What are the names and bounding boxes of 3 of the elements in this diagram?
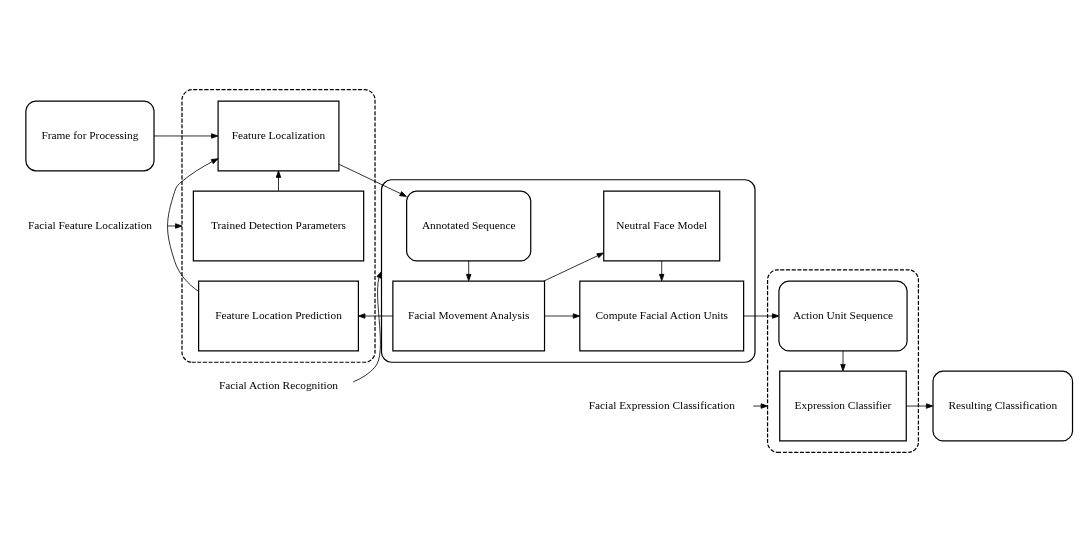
- node-text: Facial Action Recognition: [218, 378, 339, 391]
- node-text: Facial Expression Classification: [588, 398, 735, 411]
- node-text: Facial Feature Localization: [27, 218, 152, 231]
